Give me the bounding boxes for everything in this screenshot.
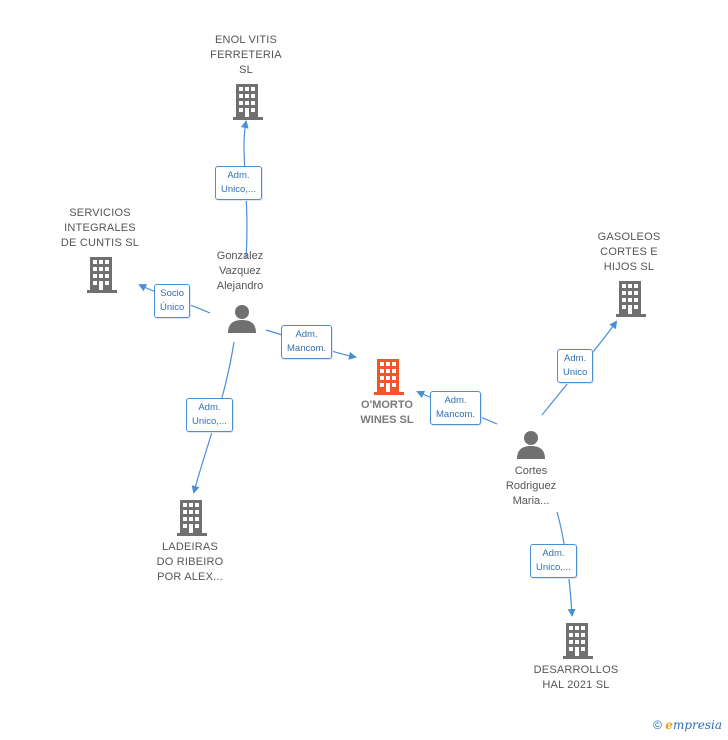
building-icon-ladeiras	[177, 500, 207, 536]
copyright-icon: ©	[653, 718, 662, 732]
brand-logo: empresia	[665, 718, 722, 732]
company-label-enol[interactable]: ENOL VITIS FERRETERIA SL	[210, 34, 282, 76]
company-label-omorto[interactable]: O'MORTO WINES SL	[360, 399, 414, 426]
company-label-gasoleos[interactable]: GASOLEOS CORTES E HIJOS SL	[597, 231, 661, 273]
edge-label-gonzalez-enol[interactable]: Adm. Unico,...	[215, 166, 262, 200]
building-icon-gasoleos	[616, 281, 646, 317]
company-label-desarrollos[interactable]: DESARROLLOS HAL 2021 SL	[533, 664, 619, 691]
building-icon-enol	[233, 84, 263, 120]
edge-label-gonzalez-servicios[interactable]: Socio Único	[154, 284, 191, 318]
footer-brand: © empresia	[653, 718, 722, 732]
building-icon-omorto[interactable]	[374, 359, 404, 395]
edge-label-cortes-omorto[interactable]: Adm. Mancom.	[430, 391, 482, 425]
company-label-servicios[interactable]: SERVICIOS INTEGRALES DE CUNTIS SL	[60, 207, 140, 249]
person-label-cortes[interactable]: Cortes Rodriguez Maria...	[505, 465, 557, 507]
person-label-gonzalez[interactable]: Gonzalez Vazquez Alejandro	[216, 250, 264, 292]
person-icon-cortes[interactable]	[516, 429, 546, 459]
person-icon-gonzalez[interactable]	[227, 303, 257, 333]
edge-label-gonzalez-ladeiras[interactable]: Adm. Unico,...	[186, 398, 233, 432]
edge-label-cortes-desarrollos[interactable]: Adm. Unico,...	[530, 544, 577, 578]
building-icon-desarrollos	[563, 623, 593, 659]
edge-label-gonzalez-omorto[interactable]: Adm. Mancom.	[281, 325, 333, 359]
edge-label-cortes-gasoleos[interactable]: Adm. Unico	[557, 349, 594, 383]
company-label-ladeiras[interactable]: LADEIRAS DO RIBEIRO POR ALEX...	[156, 541, 224, 583]
building-icon-servicios	[87, 257, 117, 293]
